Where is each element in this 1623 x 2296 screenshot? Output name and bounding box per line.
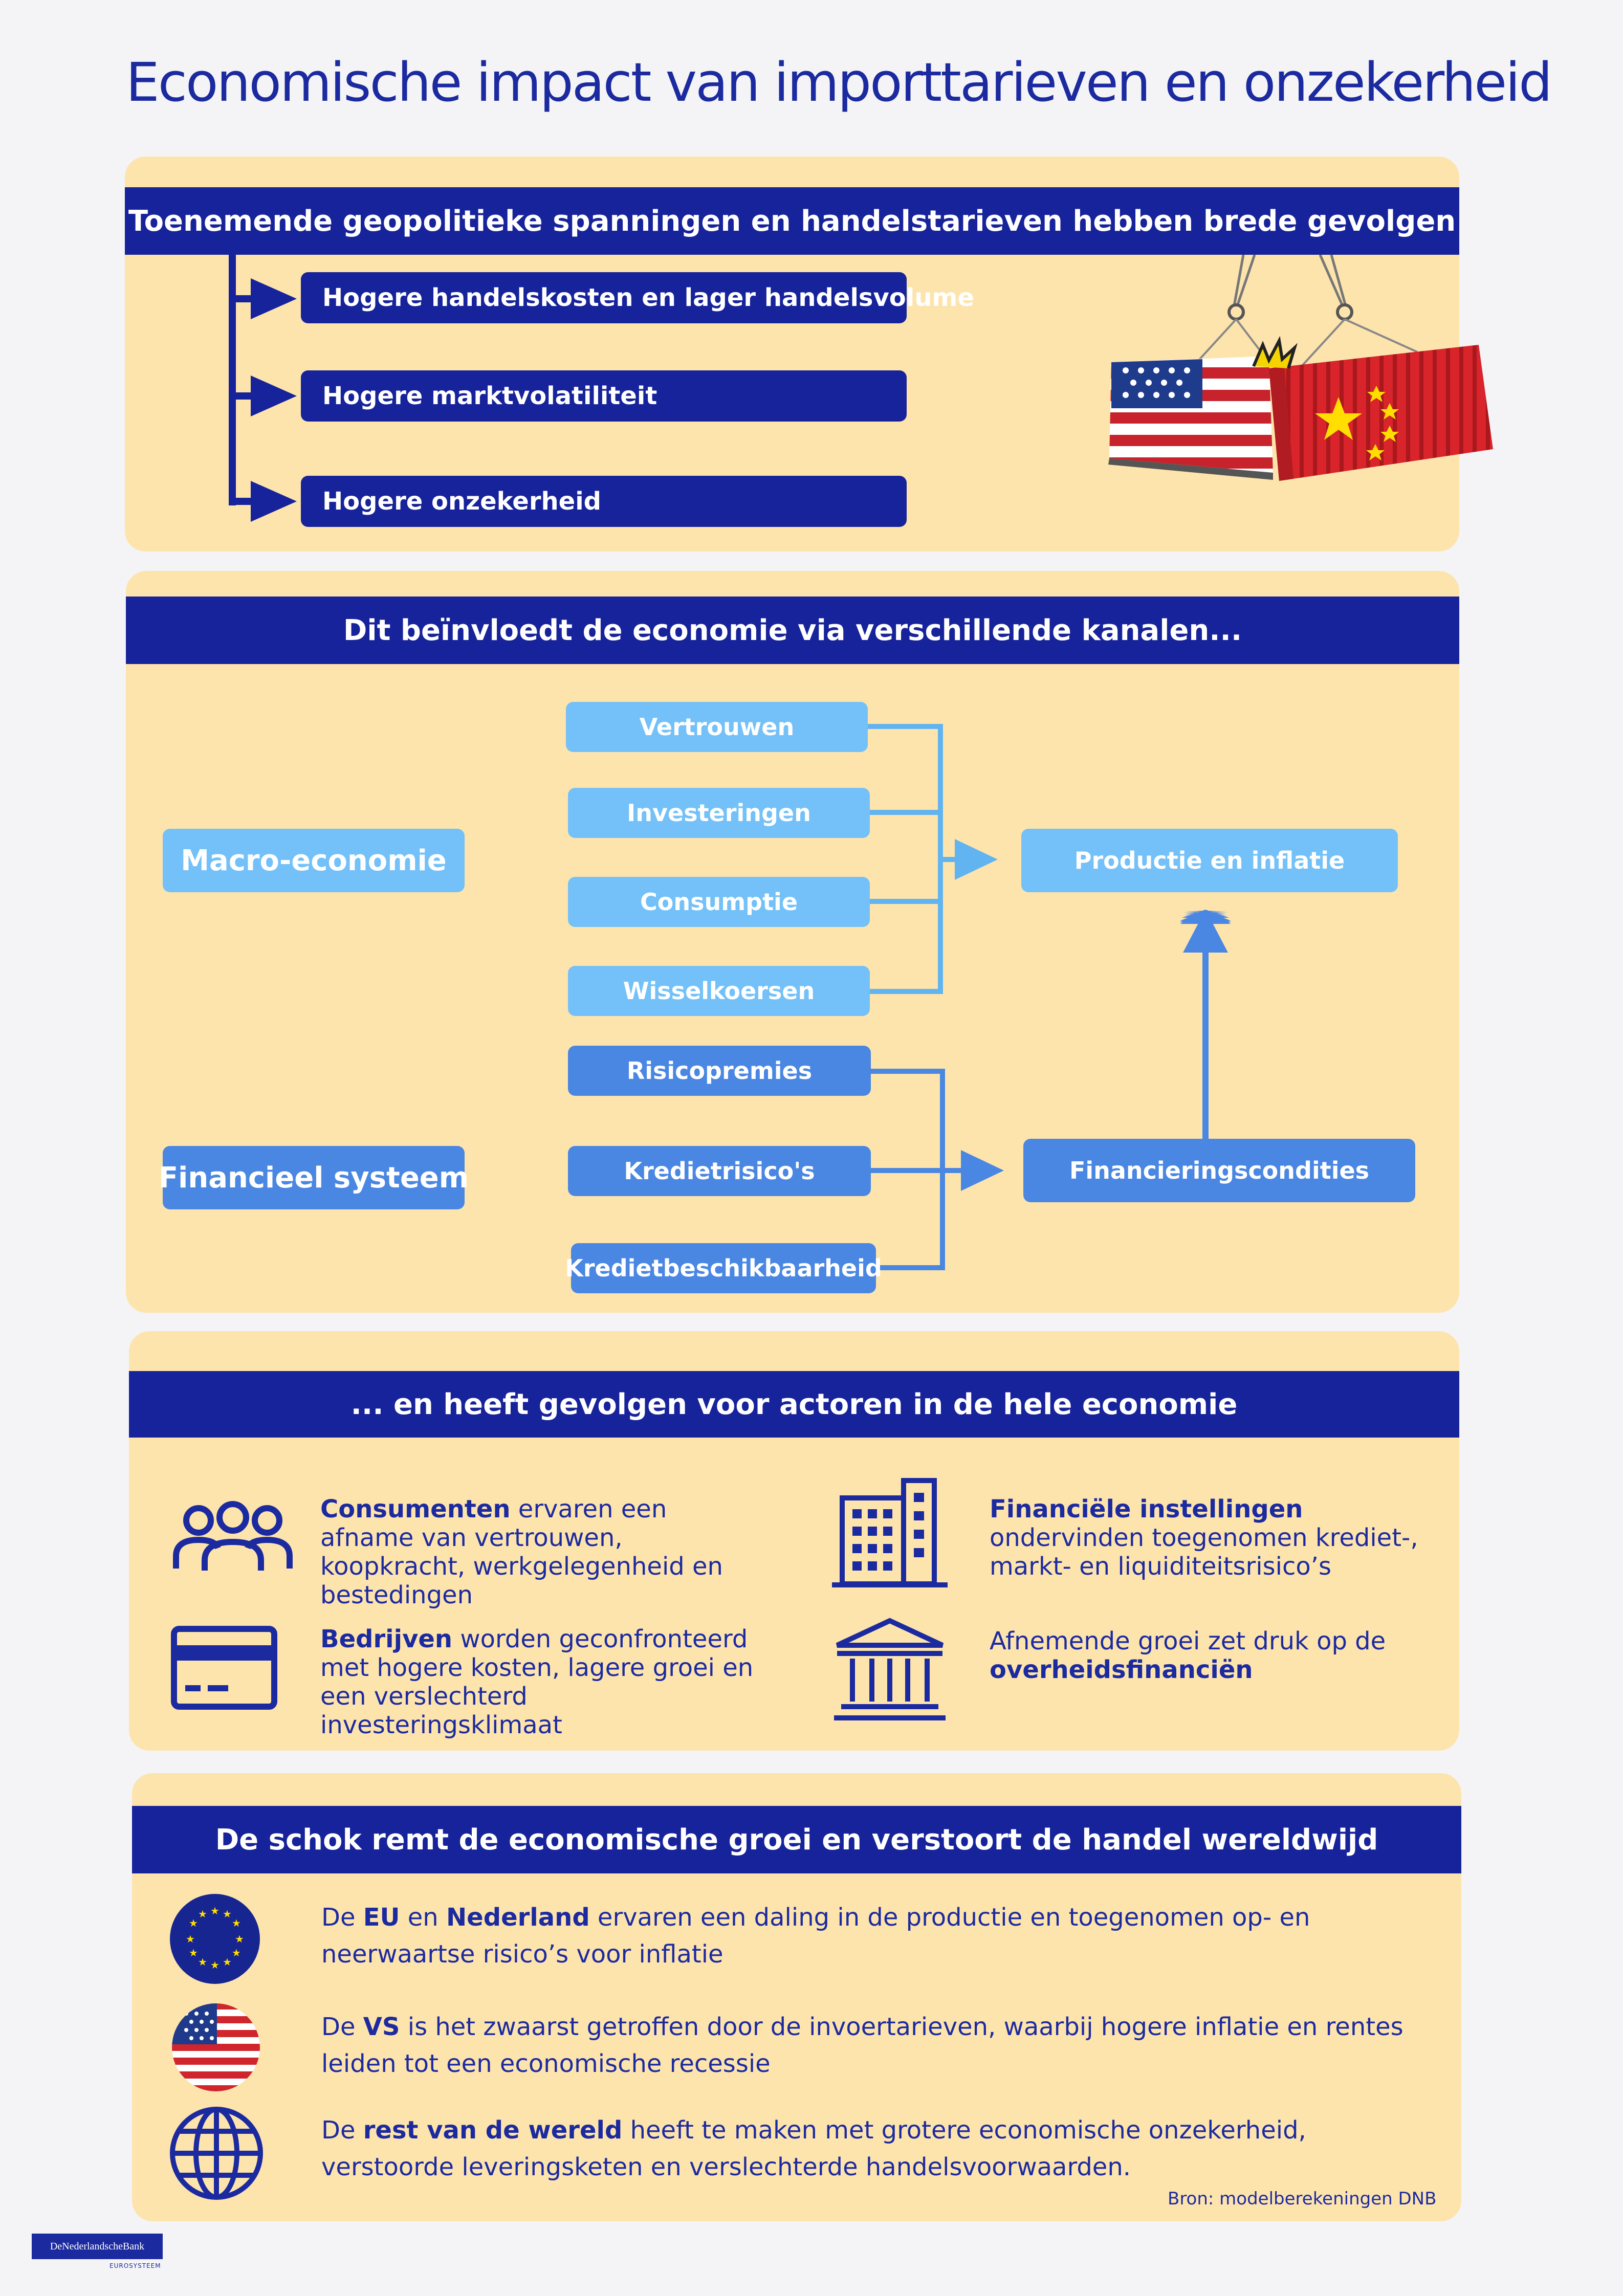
government-description: Afnemende groei zet druk op de (990, 1627, 1386, 1655)
svg-text:★: ★ (198, 1956, 207, 1968)
output-financing-conditions: Financieringscondities (1023, 1139, 1415, 1202)
effect-trade-costs: Hogere handelskosten en lager handelsvol… (301, 272, 974, 323)
financial-institutions-bold: Financiële instellingen (990, 1495, 1303, 1524)
channel-credit-availability: Kredietbeschikbaarheid (565, 1243, 882, 1293)
svg-text:★: ★ (232, 1917, 241, 1929)
svg-text:★: ★ (186, 1933, 195, 1945)
eu-flag-icon: ★★★ ★★★ ★★★ ★★★ (170, 1894, 260, 1984)
section-tariffs-header: Toenemende geopolitieke spanningen en ha… (125, 187, 1459, 255)
effect-market-volatility: Hogere marktvolatiliteit (301, 370, 907, 422)
channel-consumption: Consumptie (568, 877, 870, 927)
section-global-header: De schok remt de economische groei en ve… (132, 1806, 1461, 1873)
svg-text:★: ★ (223, 1908, 232, 1920)
output-production-inflation: Productie en inflatie (1021, 829, 1398, 892)
consumers-icon (173, 1501, 293, 1571)
us-pre: De (321, 2013, 363, 2041)
consumers-description: ervaren een afname van vertrouwen, koopk… (320, 1495, 723, 1609)
svg-text:★: ★ (232, 1947, 241, 1959)
channel-credit-risks: Kredietrisico's (568, 1146, 871, 1196)
section-channels-header: Dit beïnvloedt de economie via verschill… (126, 597, 1459, 664)
financial-institutions-description: ondervinden toegenomen krediet-, markt- … (990, 1524, 1418, 1581)
companies-description: worden geconfronteerd met hogere kosten,… (320, 1625, 754, 1739)
government-building-icon (834, 1618, 946, 1720)
svg-text:★: ★ (189, 1917, 198, 1929)
consumers-text: Consumenten ervaren een afname van vertr… (320, 1495, 760, 1609)
world-pre: De (321, 2116, 363, 2145)
office-building-icon (832, 1478, 948, 1587)
svg-text:★: ★ (235, 1933, 244, 1945)
credit-card-icon (171, 1626, 277, 1710)
us-text: De VS is het zwaarst getroffen door de i… (321, 2008, 1406, 2082)
page-title: Economische impact van importtarieven en… (126, 51, 1552, 114)
eu-description: ervaren een daling in de productie en to… (321, 1903, 1310, 1969)
eu-mid: en (400, 1903, 446, 1932)
financial-system-label: Financieel systeem (159, 1146, 469, 1209)
eu-bold: EU (363, 1903, 400, 1932)
svg-text:★: ★ (189, 1947, 198, 1959)
world-bold: rest van de wereld (363, 2116, 623, 2145)
dnb-logo: DeNederlandscheBank (32, 2234, 163, 2259)
consumers-bold: Consumenten (320, 1495, 511, 1524)
tariffs-connector-lines (229, 255, 297, 522)
eu-text: De EU en Nederland ervaren een daling in… (321, 1899, 1406, 1973)
macro-economy-label: Macro-economie (163, 829, 465, 892)
effect-uncertainty: Hogere onzekerheid (301, 476, 907, 527)
channel-investments: Investeringen (568, 788, 870, 838)
financial-institutions-text: Financiële instellingen ondervinden toeg… (990, 1495, 1419, 1581)
us-bold: VS (363, 2013, 400, 2041)
svg-text:★: ★ (198, 1908, 207, 1920)
svg-text:★: ★ (210, 1905, 220, 1917)
channel-risk-premiums: Risicopremies (568, 1046, 871, 1096)
world-text: De rest van de wereld heeft te maken met… (321, 2112, 1355, 2185)
government-text: Afnemende groei zet druk op de overheids… (990, 1627, 1419, 1684)
channels-connector-lines (867, 724, 1231, 1270)
globe-icon (170, 2107, 263, 2200)
dnb-logo-subtext: EUROSYSTEEM (109, 2262, 161, 2269)
section-actors-header: ... en heeft gevolgen voor actoren in de… (129, 1371, 1459, 1438)
svg-text:★: ★ (223, 1956, 232, 1968)
source-note: Bron: modelberekeningen DNB (1168, 2189, 1437, 2209)
world-description: heeft te maken met grotere economische o… (321, 2116, 1306, 2181)
trade-war-containers-illustration (1108, 255, 1493, 481)
government-bold: overheidsfinanciën (990, 1655, 1253, 1684)
channel-confidence: Vertrouwen (566, 702, 868, 752)
svg-text:★: ★ (210, 1959, 220, 1971)
dnb-logo-text: DeNederlandscheBank (50, 2240, 145, 2252)
netherlands-bold: Nederland (446, 1903, 590, 1932)
us-flag-icon (172, 2003, 260, 2091)
channel-exchange-rates: Wisselkoersen (568, 966, 870, 1016)
us-description: is het zwaarst getroffen door de invoert… (321, 2013, 1403, 2078)
eu-pre: De (321, 1903, 363, 1932)
companies-bold: Bedrijven (320, 1625, 453, 1653)
companies-text: Bedrijven worden geconfronteerd met hoge… (320, 1625, 771, 1739)
